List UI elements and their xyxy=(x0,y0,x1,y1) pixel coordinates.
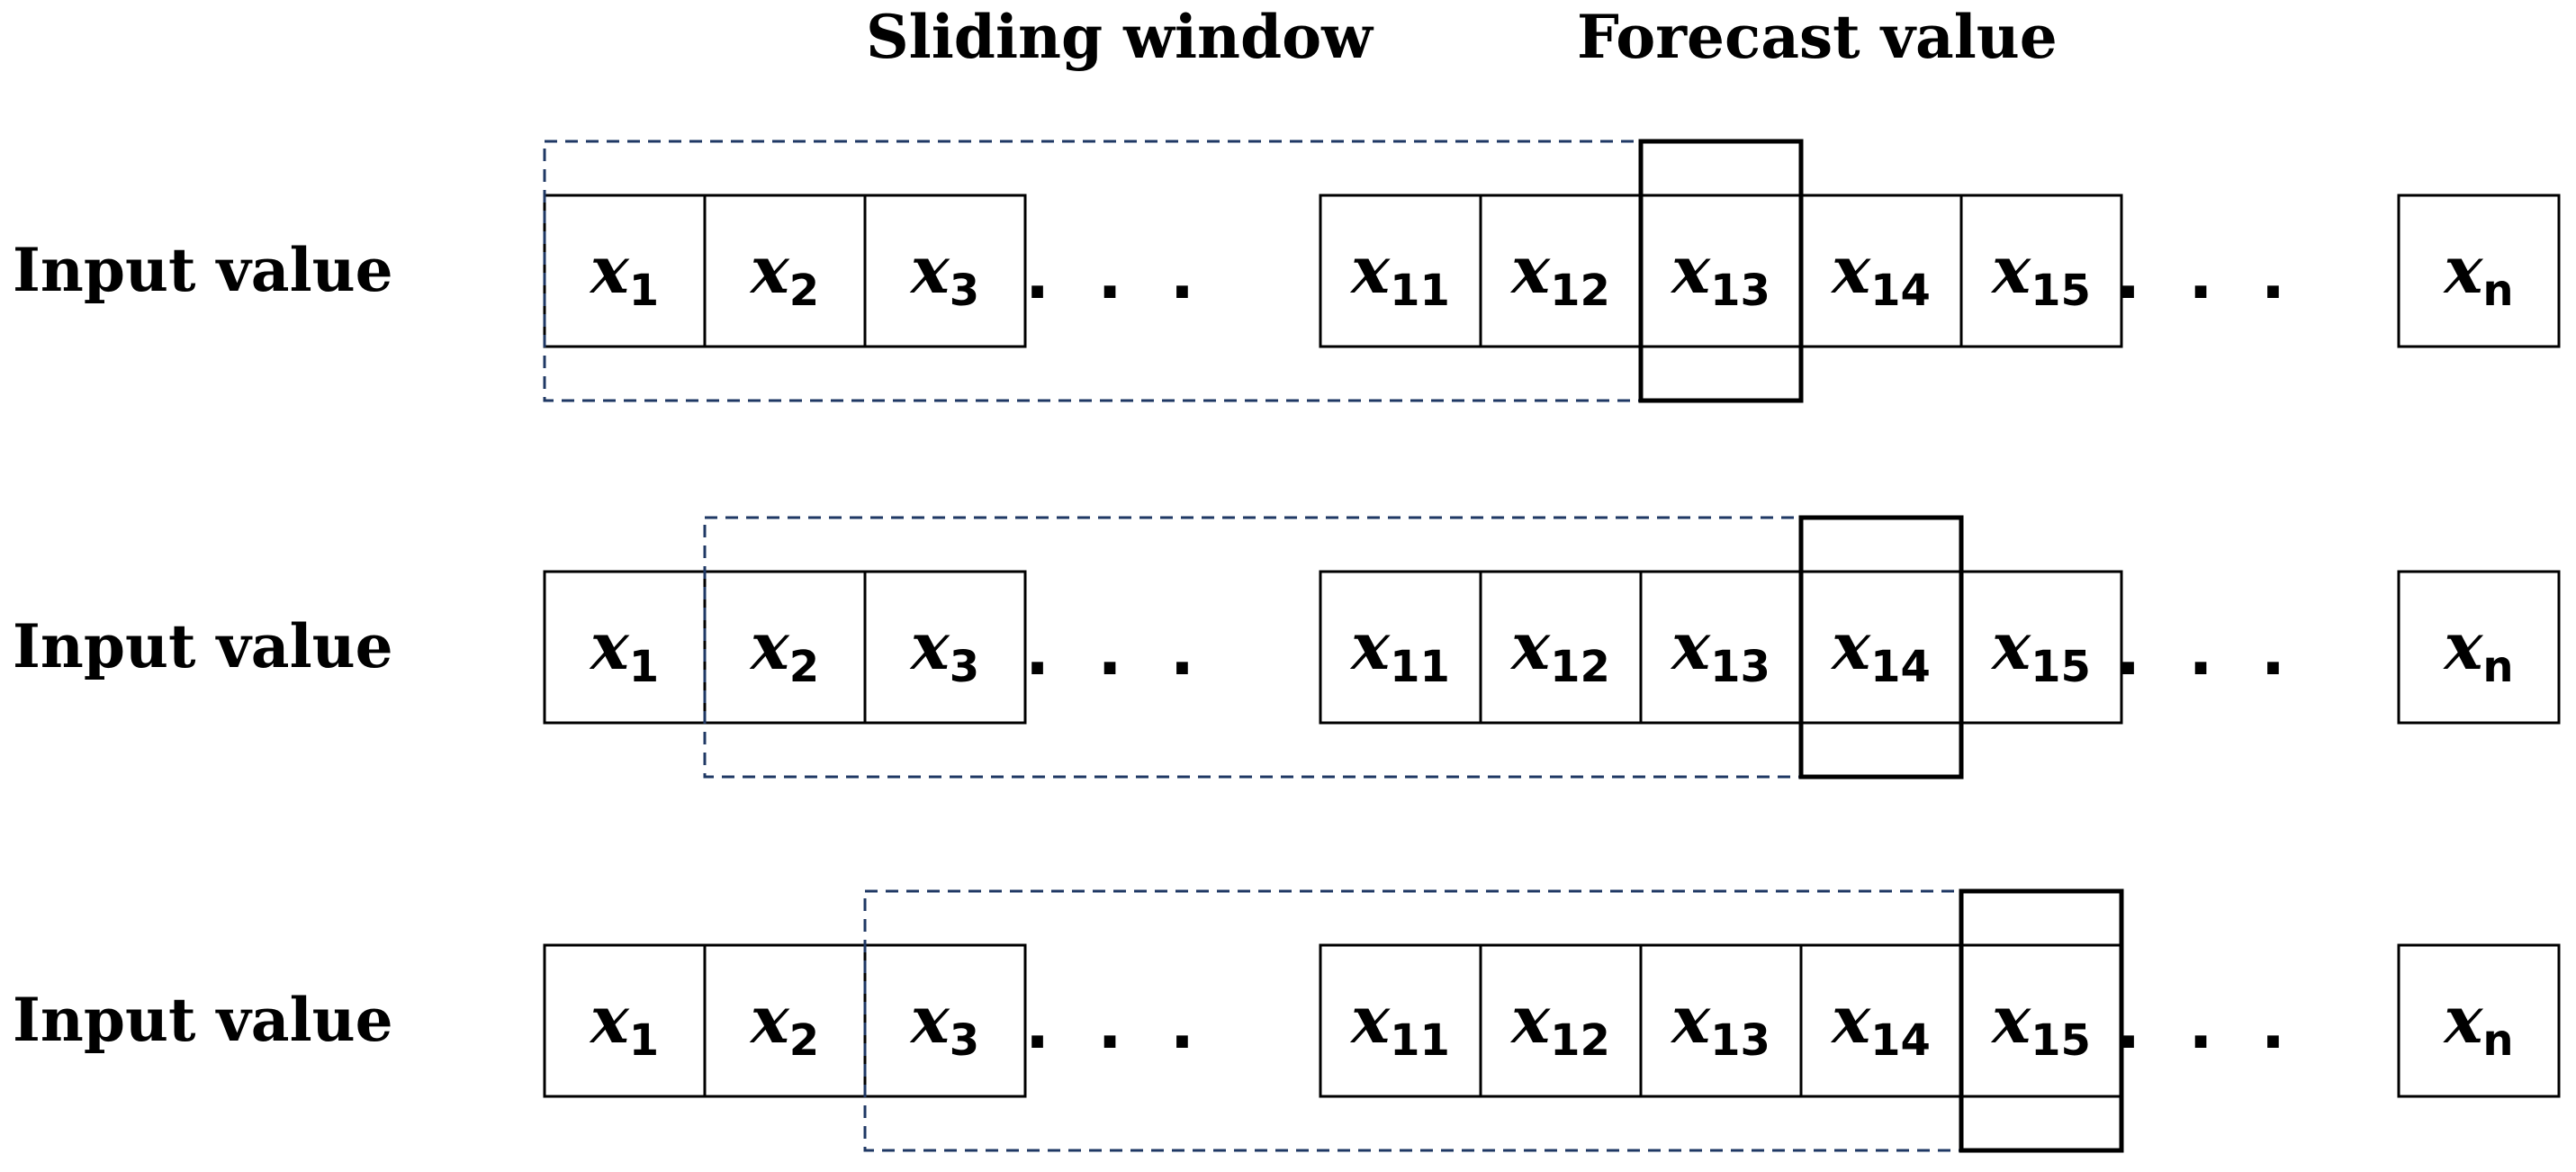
cell-group-box xyxy=(543,943,1027,1098)
cell-group-box xyxy=(543,194,1027,348)
cell-x1: x1 xyxy=(589,231,659,316)
cell-group-box xyxy=(2397,570,2561,725)
ellipsis: . . . xyxy=(1025,238,1207,313)
cell-x14: x14 xyxy=(1830,608,1931,692)
forecast-value-header: Forecast value xyxy=(1577,2,2058,72)
forecast-value-frame xyxy=(1959,888,2124,1153)
cell-x13: x13 xyxy=(1670,981,1770,1066)
cell-xn: xn xyxy=(2442,231,2513,316)
cell-x11: x11 xyxy=(1349,231,1450,316)
cell-x15: x15 xyxy=(1990,608,2091,692)
sliding-window-header: Sliding window xyxy=(866,2,1374,72)
cell-group-box xyxy=(2397,943,2561,1098)
row-label: Input value xyxy=(13,235,393,305)
sequence-row-1: Input value x1 x2 x3 x11 x12 x13 x14 x15 xn . . ..… xyxy=(13,139,2561,403)
cell-xn: xn xyxy=(2442,608,2513,692)
cell-x2: x2 xyxy=(749,231,819,316)
sequence-row-3: Input value x1 x2 x3 x11 x12 x13 x14 x15 xn . . ..… xyxy=(13,888,2561,1153)
forecast-value-frame xyxy=(1798,515,1964,780)
cell-group-box xyxy=(2397,194,2561,348)
forecast-value-frame xyxy=(1638,139,1804,403)
ellipsis: . . . xyxy=(1025,614,1207,690)
cell-xn: xn xyxy=(2442,981,2513,1066)
cell-x3: x3 xyxy=(909,608,979,692)
cell-x11: x11 xyxy=(1349,981,1450,1066)
ellipsis: . . . xyxy=(2116,987,2298,1063)
cell-group-box xyxy=(1319,570,2123,725)
cell-x12: x12 xyxy=(1509,608,1610,692)
cell-x15: x15 xyxy=(1990,981,2091,1066)
cell-x13: x13 xyxy=(1670,608,1770,692)
cell-x15: x15 xyxy=(1990,231,2091,316)
cell-x12: x12 xyxy=(1509,981,1610,1066)
ellipsis: . . . xyxy=(2116,238,2298,313)
ellipsis: . . . xyxy=(1025,987,1207,1063)
sliding-window-frame xyxy=(703,516,1803,779)
sequence-row-2: Input value x1 x2 x3 x11 x12 x13 x14 x15 xn . . ..… xyxy=(13,515,2561,780)
cell-x12: x12 xyxy=(1509,231,1610,316)
cell-x11: x11 xyxy=(1349,608,1450,692)
ellipsis: . . . xyxy=(2116,614,2298,690)
cell-x13: x13 xyxy=(1670,231,1770,316)
cell-x3: x3 xyxy=(909,231,979,316)
row-label: Input value xyxy=(13,611,393,681)
cell-x1: x1 xyxy=(589,981,659,1066)
cell-group-box xyxy=(543,570,1027,725)
cell-x2: x2 xyxy=(749,608,819,692)
row-label: Input value xyxy=(13,985,393,1055)
rows-layer: Input value x1 x2 x3 x11 x12 x13 x14 x15 xn . . ..… xyxy=(13,139,2561,1153)
header-group: Sliding window Forecast value xyxy=(866,2,2058,72)
cell-x14: x14 xyxy=(1830,981,1931,1066)
cell-x1: x1 xyxy=(589,608,659,692)
cell-x3: x3 xyxy=(909,981,979,1066)
cell-group-box xyxy=(1319,194,2123,348)
cell-x2: x2 xyxy=(749,981,819,1066)
cell-x14: x14 xyxy=(1830,231,1931,316)
